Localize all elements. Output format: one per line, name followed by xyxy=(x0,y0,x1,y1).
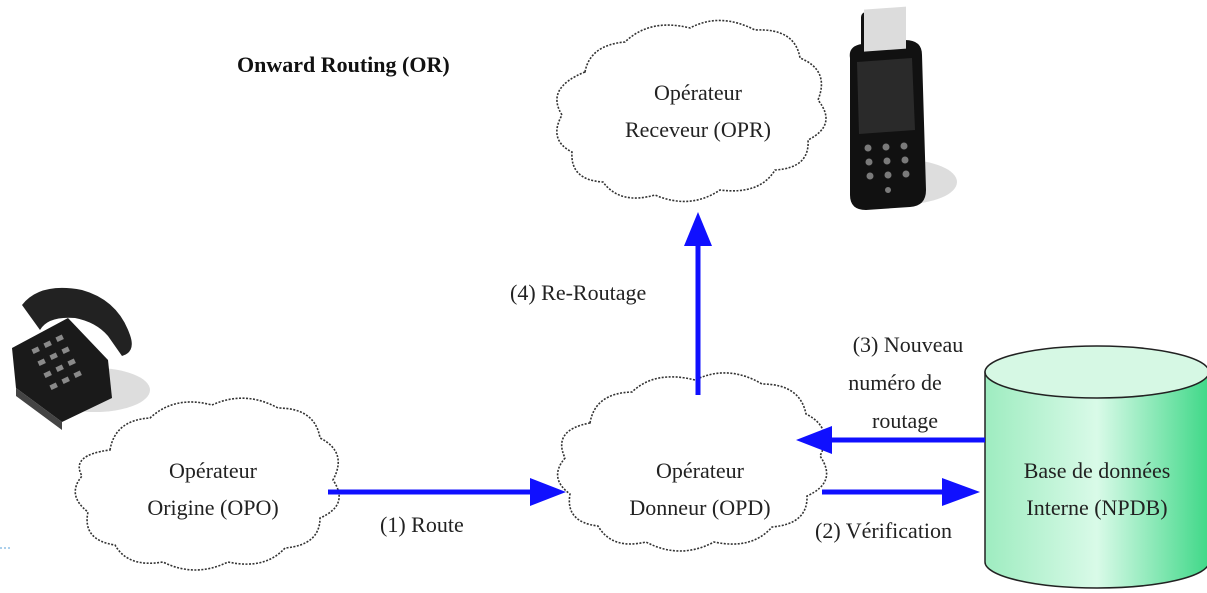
database-npdb: Base de données Interne (NPDB) xyxy=(984,345,1207,589)
new-routing-label-line1: (3) Nouveau xyxy=(853,332,964,357)
diagram-title: Onward Routing (OR) xyxy=(237,52,450,77)
rerouting-label: (4) Re-Routage xyxy=(510,280,646,305)
route-label: (1) Route xyxy=(380,512,464,537)
cloud-opo: Opérateur Origine (OPO) xyxy=(74,397,340,571)
arrow-rerouting: (4) Re-Routage xyxy=(510,212,712,395)
verification-label: (2) Vérification xyxy=(815,518,952,543)
desk-telephone-icon xyxy=(12,287,150,430)
cloud-opd: Opérateur Donneur (OPD) xyxy=(556,372,828,552)
opr-label-line2: Receveur (OPR) xyxy=(625,117,771,142)
opo-label-line2: Origine (OPO) xyxy=(147,495,278,520)
cloud-opr: Opérateur Receveur (OPR) xyxy=(556,19,827,203)
new-routing-label-line2: numéro de xyxy=(848,370,941,395)
mobile-phone-icon xyxy=(849,6,957,210)
opd-label-line1: Opérateur xyxy=(656,458,745,483)
arrow-route: (1) Route xyxy=(328,478,566,537)
new-routing-label-line3: routage xyxy=(872,408,938,433)
arrow-new-routing-number: (3) Nouveau numéro de routage xyxy=(796,332,985,454)
opd-label-line2: Donneur (OPD) xyxy=(629,495,770,520)
npdb-label-line1: Base de données xyxy=(1024,458,1171,483)
opo-label-line1: Opérateur xyxy=(169,458,258,483)
npdb-label-line2: Interne (NPDB) xyxy=(1026,495,1167,520)
arrow-verification: (2) Vérification xyxy=(815,478,980,543)
opr-label-line1: Opérateur xyxy=(654,80,743,105)
